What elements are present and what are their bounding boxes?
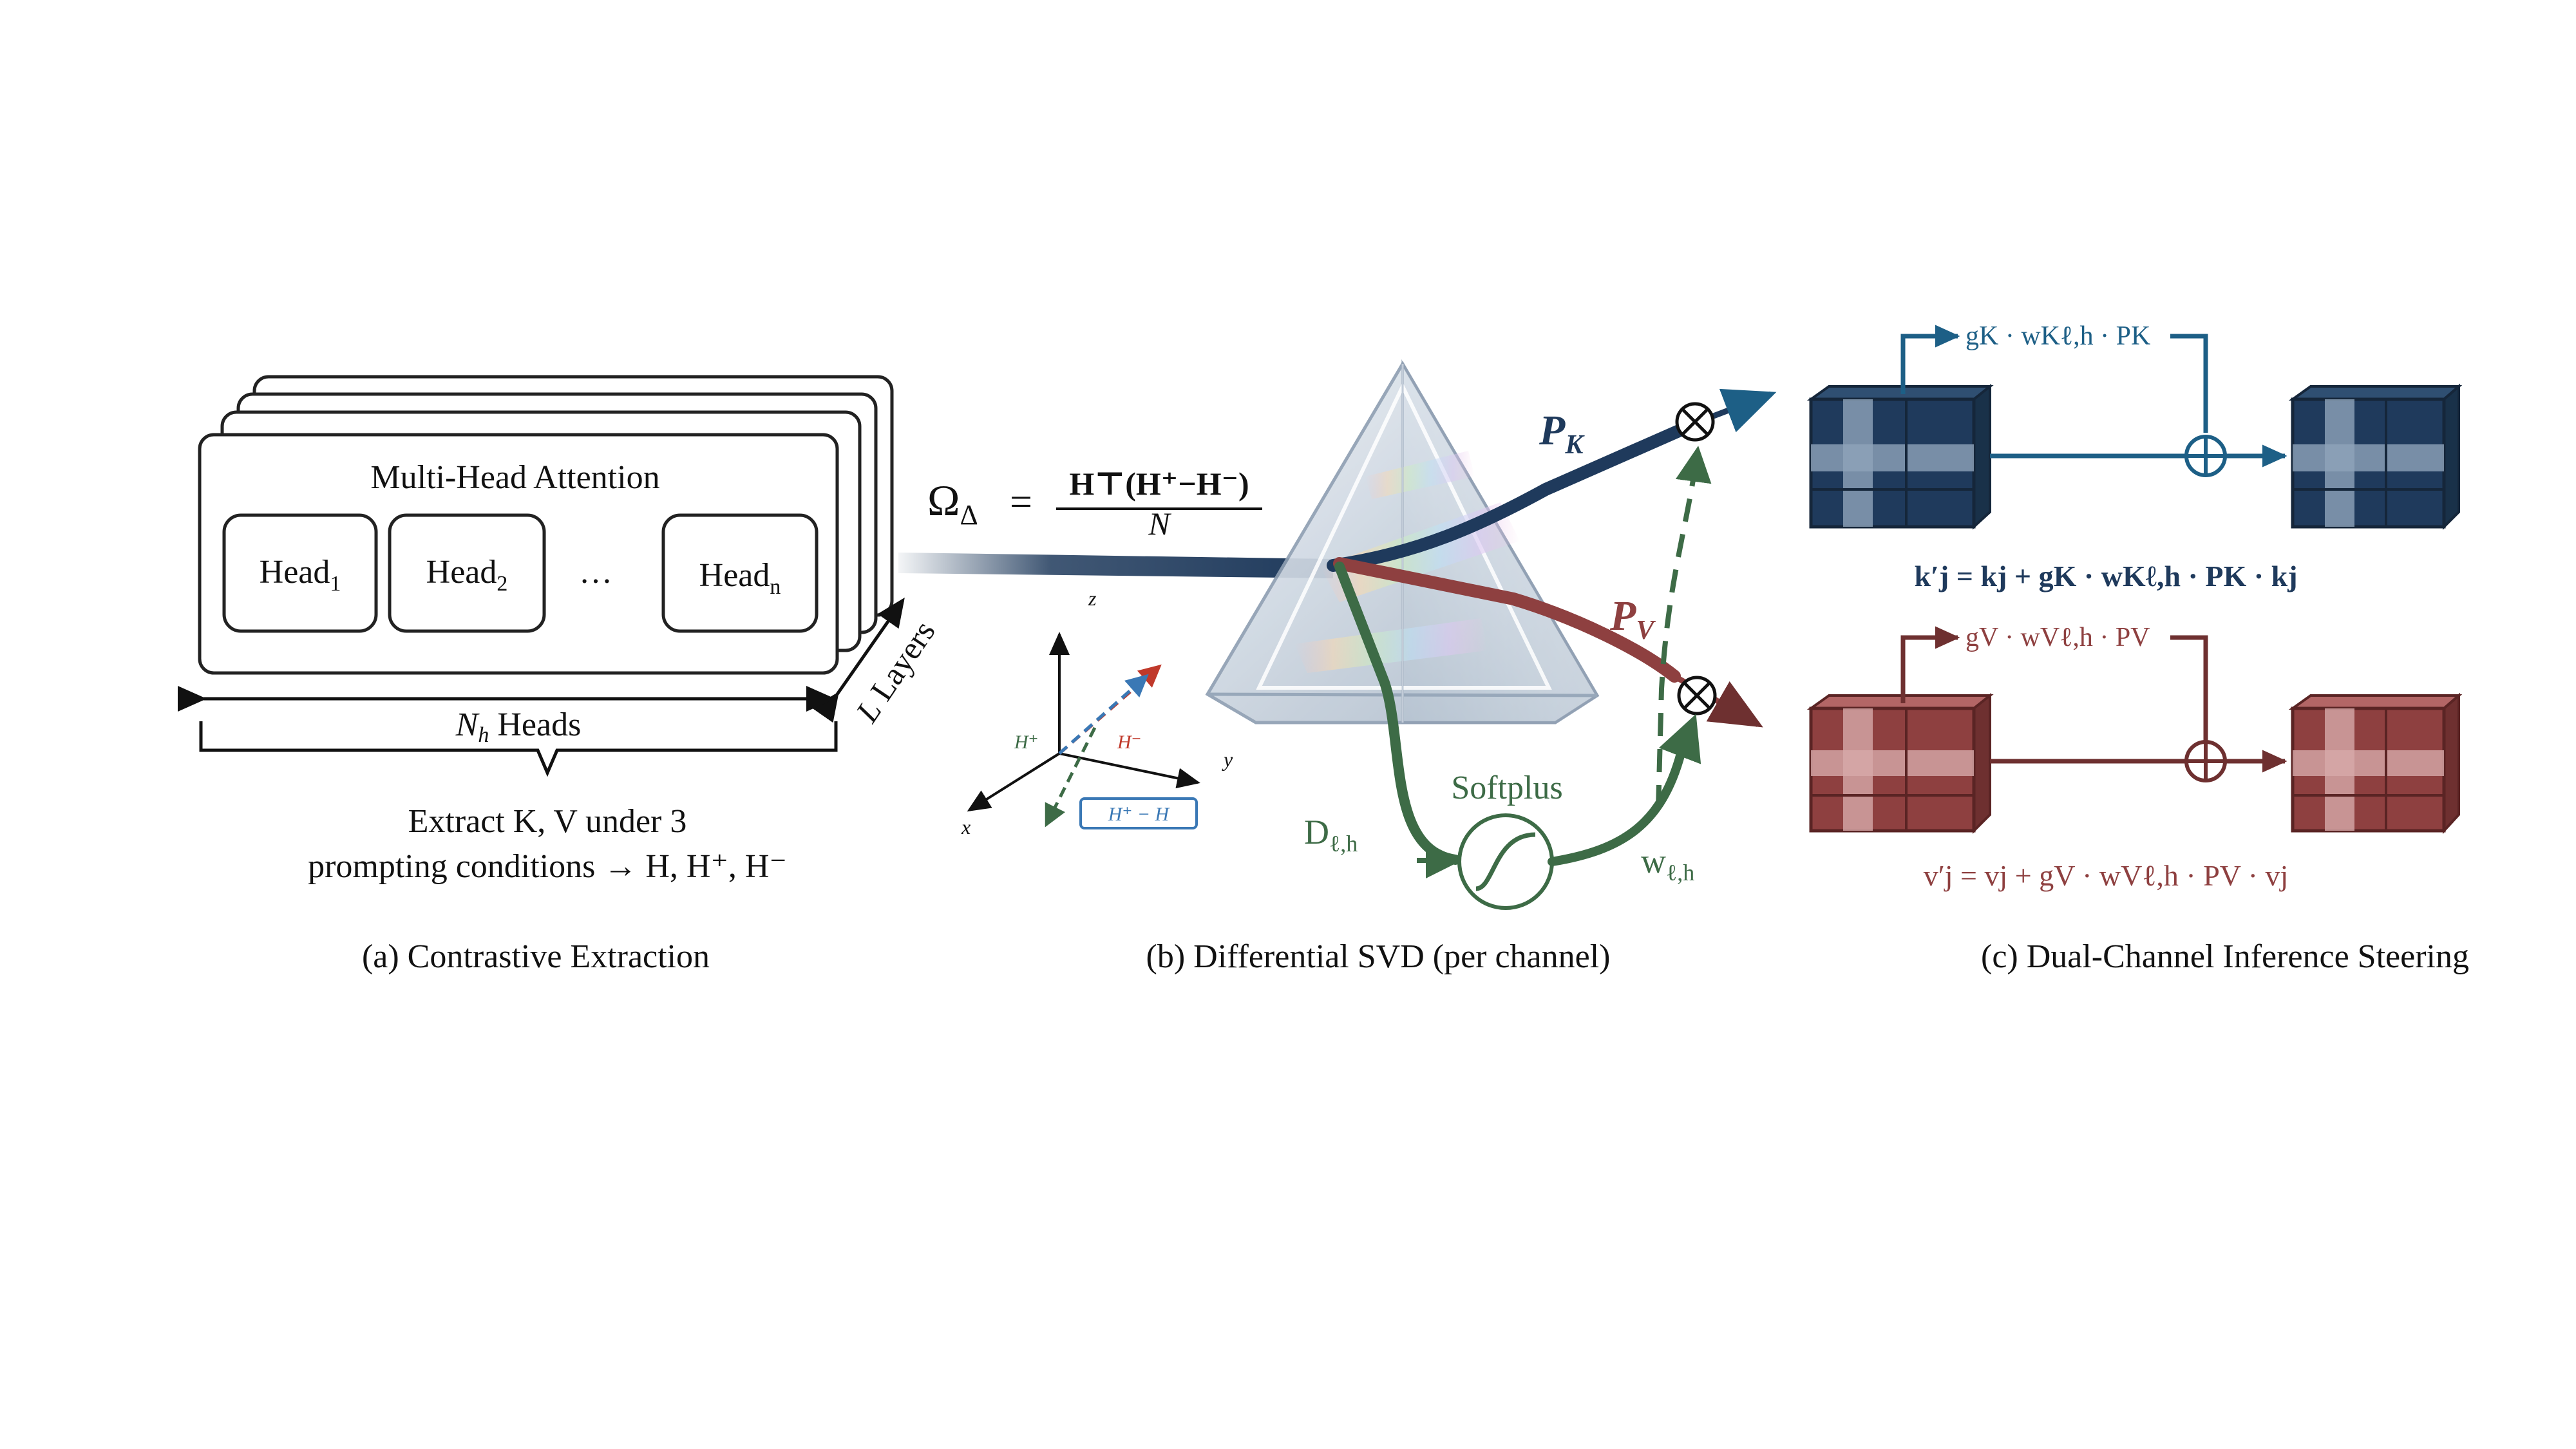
panel-differential-svd: ΩΔ = H⊤(H⁺−H⁻) N PK PV	[898, 359, 1777, 975]
omega-symbol: ΩΔ	[927, 476, 978, 531]
pv-beam	[1333, 557, 1681, 683]
head-box-n	[661, 513, 819, 633]
caption-a: (a) Contrastive Extraction	[362, 938, 710, 975]
pk-arrow	[1705, 388, 1777, 433]
k-add-icon	[2184, 435, 2227, 477]
head-box-2	[388, 513, 546, 633]
v-input-cube	[1806, 692, 1994, 834]
extract-line-2: prompting conditions → H, H⁺, H⁻	[308, 848, 787, 885]
h-diff-box	[1079, 797, 1198, 829]
axis-x-label: x	[961, 815, 971, 838]
caption-c: (c) Dual-Channel Inference Steering	[1981, 938, 2469, 975]
mha-title: Multi-Head Attention	[370, 459, 659, 496]
w-arrow	[1658, 714, 1701, 764]
k-gate-wire-up	[1900, 325, 1960, 394]
k-input-cube	[1806, 383, 1994, 530]
h-minus-label: H⁻	[1117, 732, 1142, 753]
pv-label: PV	[1609, 592, 1656, 645]
pk-beam	[1327, 412, 1713, 572]
vector-axes-sketch: z y x H⁺ H⁻ H⁺ − H	[961, 587, 1233, 838]
softplus-sigmoid-icon	[1457, 813, 1554, 910]
k-gate-text: gK · wKℓ,h · PK	[1965, 321, 2150, 351]
v-equation: v′j = vj + gV · wVℓ,h · PV · vj	[1924, 859, 2289, 892]
heads-brace	[199, 721, 838, 777]
k-output-cube	[2288, 383, 2463, 530]
softplus-label: Softplus	[1451, 770, 1562, 806]
multiply-k-icon	[1675, 402, 1715, 442]
panel-dual-channel-steering: gK · wKℓ,h · PK k′j = kj + gK · wKℓ,h · …	[1806, 321, 2469, 975]
layers-depth-arrow	[811, 597, 905, 723]
v-gate-wire-up	[1900, 626, 1960, 703]
w-dashed-to-k	[1656, 446, 1712, 809]
pk-label: PK	[1539, 407, 1585, 460]
h-plus-label: H⁺	[1014, 732, 1039, 753]
h-diff-label: H⁺ − H	[1108, 804, 1171, 825]
w-path	[1548, 749, 1685, 866]
nh-heads-label: Nh Heads	[455, 706, 582, 747]
input-beam	[898, 553, 1333, 578]
extract-line-1: Extract K, V under 3	[408, 803, 687, 840]
caption-b: (b) Differential SVD (per channel)	[1146, 938, 1611, 975]
head-box-1	[222, 513, 378, 633]
formula-equals: =	[1010, 480, 1032, 524]
v-output-cube	[2288, 692, 2463, 835]
formula-denominator: N	[1148, 506, 1171, 542]
w-label: wℓ,h	[1641, 842, 1694, 886]
v-gate-text: gV · wVℓ,h · PV	[1965, 623, 2150, 652]
axis-y-label: y	[1222, 748, 1233, 771]
d-label: Dℓ,h	[1304, 813, 1358, 857]
heads-ellipsis: …	[579, 554, 612, 591]
formula-numerator: H⊤(H⁺−H⁻)	[1069, 466, 1249, 502]
v-add-icon	[2184, 740, 2227, 782]
k-equation: k′j = kj + gK · wKℓ,h · PK · kj	[1914, 560, 2297, 592]
head-2-label: Head2	[426, 554, 508, 596]
axis-z-label: z	[1088, 587, 1097, 610]
head-n-label: Headn	[699, 557, 781, 599]
h-diff-vector	[1045, 726, 1097, 828]
head-1-label: Head1	[260, 554, 341, 596]
panel-contrastive-extraction: Multi-Head Attention Head1 Head2 … Headn…	[178, 375, 942, 975]
k-gate-wire-down	[2170, 334, 2208, 433]
h-minus-vector	[1058, 674, 1149, 755]
multiply-v-icon	[1677, 676, 1717, 715]
v-gate-wire-down	[2170, 635, 2208, 742]
